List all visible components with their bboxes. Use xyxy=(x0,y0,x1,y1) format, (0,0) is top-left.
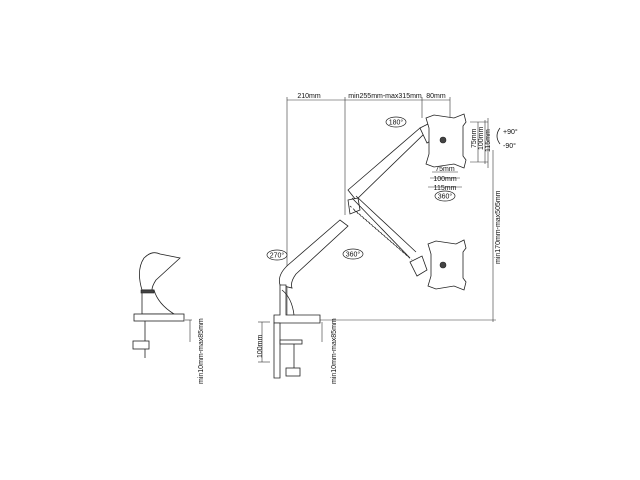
side-view-drawing xyxy=(132,252,185,358)
dim-vesa-v75: 75mm xyxy=(471,128,478,148)
dim-210: 210mm xyxy=(297,93,321,100)
rot-head: 180° xyxy=(389,119,404,127)
dim-clamp-height: 100mm xyxy=(257,334,264,358)
dim-vesa-h75: 75mm xyxy=(435,166,455,173)
rot-tilt-up: +90° xyxy=(503,128,518,136)
main-arm-drawing xyxy=(273,113,467,379)
rot-arm: 360° xyxy=(346,251,361,259)
dim-80: 80mm xyxy=(426,93,446,100)
dimension-lines xyxy=(185,97,496,363)
rot-tilt-down: -90° xyxy=(503,142,516,150)
dim-vesa-v100: 100mm xyxy=(478,126,485,150)
dim-height: min170mm-max505mm xyxy=(495,190,502,264)
dim-vesa-h115: 115mm xyxy=(434,185,457,192)
dim-clamp: min10mm-max85mm xyxy=(331,318,338,384)
rot-base: 270° xyxy=(270,252,285,260)
dim-clamp-side: min10mm-max85mm xyxy=(198,318,205,384)
rotation-badges xyxy=(266,116,501,261)
dim-reach: min255mm-max315mm xyxy=(348,93,422,100)
dim-vesa-h100: 100mm xyxy=(433,176,457,183)
dim-vesa-v115: 115mm xyxy=(485,129,492,152)
rot-plate: 360° xyxy=(438,193,453,201)
